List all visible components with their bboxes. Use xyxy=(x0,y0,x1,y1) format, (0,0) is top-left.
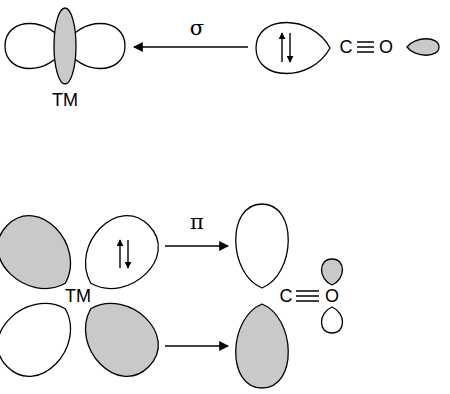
sigma-lobe xyxy=(256,23,330,74)
oxygen-lobe xyxy=(322,259,343,285)
triple-bond xyxy=(357,42,374,52)
d-torus xyxy=(54,8,76,84)
atom-label: O xyxy=(379,38,393,56)
metal-label: TM xyxy=(65,287,91,305)
pi-star-lobe xyxy=(236,304,289,388)
atom-label: C xyxy=(340,38,353,56)
oxygen-lobe xyxy=(407,39,439,56)
electron-pair xyxy=(120,240,128,268)
triple-bond xyxy=(296,291,319,301)
donation-arrow xyxy=(134,47,248,346)
atom-label: O xyxy=(325,287,339,305)
pi-star-lobe xyxy=(236,204,289,288)
bond-type-label: σ xyxy=(190,18,204,39)
orbital-lobes xyxy=(0,8,439,390)
oxygen-lobe xyxy=(322,307,343,333)
electron-pair xyxy=(282,33,290,62)
metal-label: TM xyxy=(52,91,78,109)
atom-label: C xyxy=(280,287,293,305)
bond-type-label: π xyxy=(190,212,204,233)
